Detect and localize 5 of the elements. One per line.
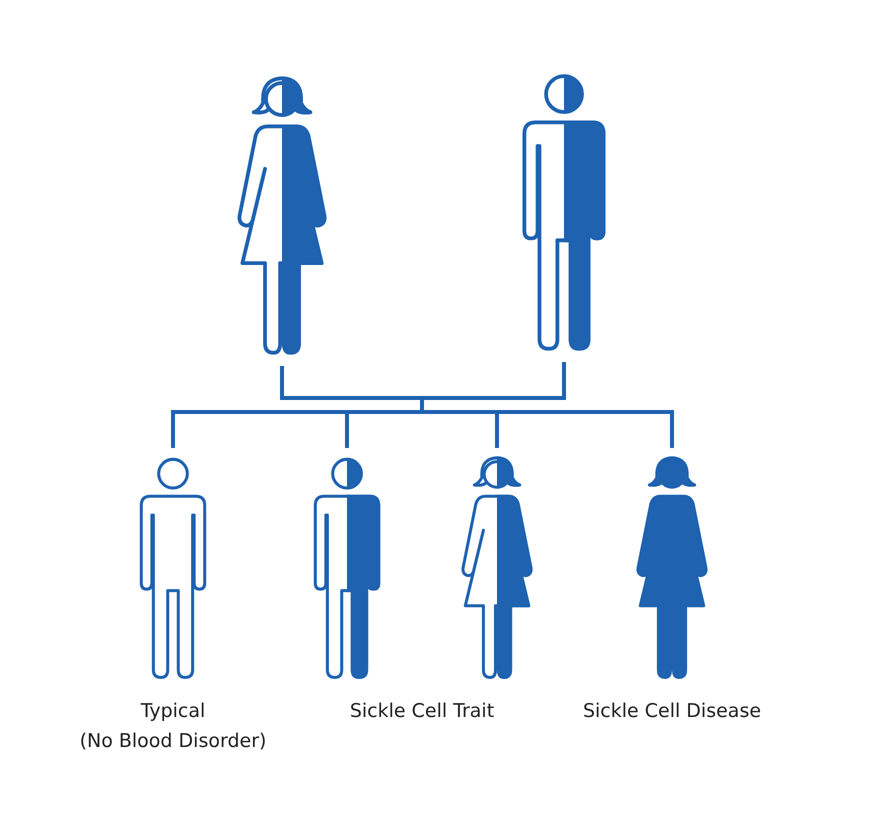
caption-text: (No Blood Disorder) [78,730,268,752]
caption-text: Sickle Cell Trait [348,700,496,722]
caption-text: Typical [140,700,206,722]
caption-text: Sickle Cell Disease [582,700,762,722]
connector-line [420,362,674,448]
